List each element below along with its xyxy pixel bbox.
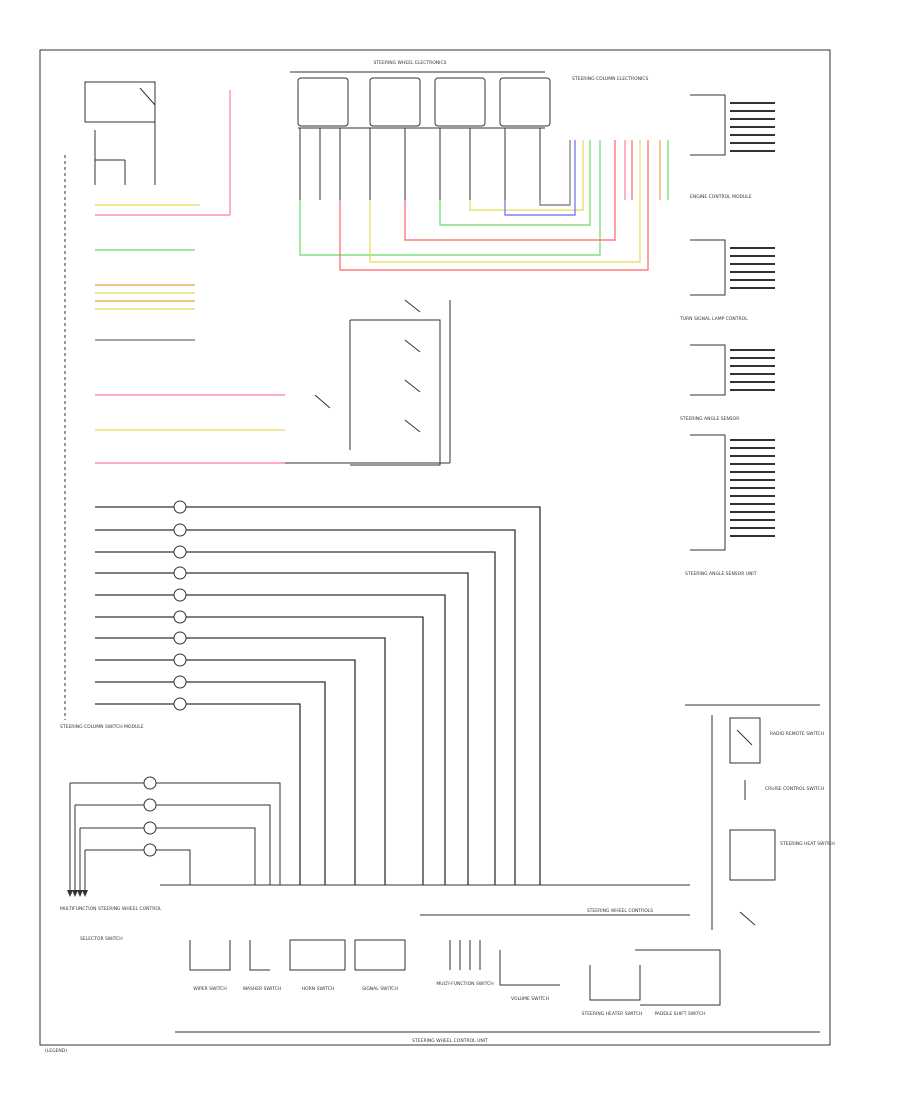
bottom-center-label: STEERING WHEEL CONTROLS	[587, 908, 653, 914]
bottom-component-1: WIPER SWITCH	[193, 986, 227, 992]
right-connectors	[690, 94, 726, 551]
right-component-2: CRUISE CONTROL SWITCH	[765, 786, 824, 792]
switch-block	[285, 299, 451, 466]
left-colored-wires	[95, 90, 285, 464]
connector-label-4: STEERING ANGLE SENSOR UNIT	[685, 571, 757, 577]
bottom-component-boxes	[189, 939, 721, 1006]
right-component-3: STEERING HEAT SWITCH	[780, 841, 835, 847]
bottom-component-5: MULTI-FUNCTION SWITCH	[436, 981, 493, 987]
top-left-relay	[84, 81, 156, 185]
bottom-component-7: STEERING HEATER SWITCH	[582, 1011, 643, 1017]
connector-label-2: TURN SIGNAL LAMP CONTROL	[679, 316, 748, 322]
diagram-frame	[39, 49, 831, 1046]
left-bottom-label: MULTIFUNCTION STEERING WHEEL CONTROL	[60, 906, 162, 912]
bottom-title: STEERING WHEEL CONTROL UNIT	[412, 1038, 488, 1044]
lamp-ladder	[173, 500, 187, 711]
connector-label-1: ENGINE CONTROL MODULE	[690, 194, 752, 200]
bottom-component-3: HORN SWITCH	[302, 986, 335, 992]
colored-harness	[299, 140, 669, 271]
arrow-heads	[67, 890, 88, 897]
selector-note: SELECTOR SWITCH	[80, 936, 123, 942]
bottom-component-8: PADDLE SHIFT SWITCH	[654, 1011, 705, 1017]
connector-right-top-label: STEERING COLUMN ELECTRONICS	[572, 76, 649, 82]
right-connector-pins	[730, 102, 775, 537]
right-component-1: RADIO REMOTE SWITCH	[770, 731, 824, 737]
bottom-component-2: WASHER SWITCH	[243, 986, 282, 992]
top-bus-label: STEERING WHEEL ELECTRONICS	[374, 60, 447, 66]
side-left-label: STEERING COLUMN SWITCH MODULE	[60, 724, 144, 730]
top-fuse-boxes	[297, 77, 551, 129]
connector-label-3: STEERING ANGLE SENSOR	[680, 416, 739, 422]
top-vertical-wires	[299, 128, 541, 270]
bottom-component-6: VOLUME SWITCH	[511, 996, 549, 1002]
bottom-bus	[160, 884, 690, 916]
bottom-component-4: SIGNAL SWITCH	[362, 986, 398, 992]
right-side-components	[685, 704, 820, 930]
lower-left-lamps	[69, 776, 281, 890]
corner-mark: (LEGEND)	[45, 1048, 67, 1054]
ladder-wires	[95, 506, 541, 885]
